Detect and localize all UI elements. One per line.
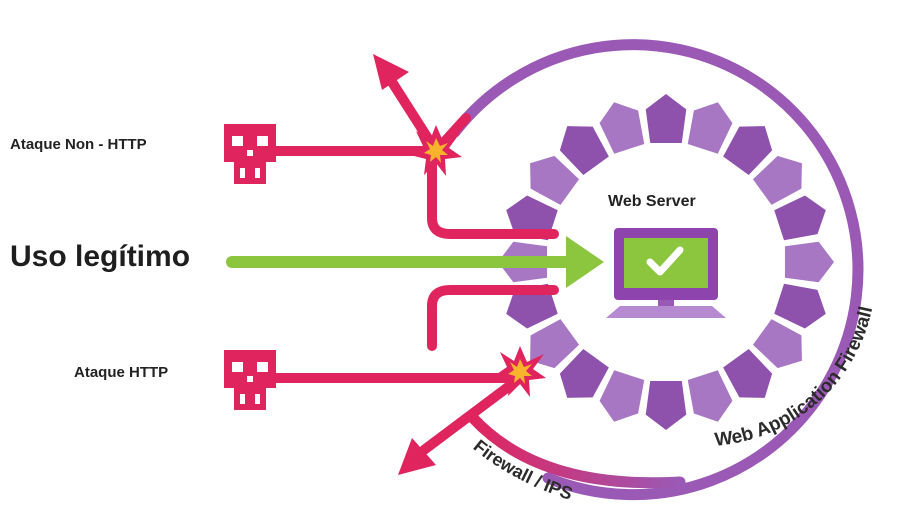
attack-http-label: Ataque HTTP [74, 364, 169, 381]
waf-petal [687, 102, 733, 154]
legit-use-label: Uso legítimo [10, 240, 191, 273]
attack-non-http-label: Ataque Non - HTTP [10, 136, 147, 153]
monitor-check-icon [606, 228, 726, 318]
waf-petal [559, 126, 609, 176]
waf-petal [645, 94, 687, 144]
waf-petal [559, 348, 609, 398]
waf-petal [687, 370, 733, 422]
skull-icon [224, 124, 276, 184]
firewall-arc [467, 412, 686, 489]
star-inner [424, 138, 448, 163]
waf-petal [784, 241, 834, 283]
explosion-star-icon [410, 125, 462, 176]
waf-petal [599, 370, 645, 422]
skull-icon [224, 350, 276, 410]
waf-petal [530, 155, 580, 205]
legit-use-arrow [226, 236, 604, 288]
waf-petal [774, 195, 826, 241]
waf-ring [449, 39, 864, 501]
waf-petal [645, 380, 687, 430]
waf-petal [723, 126, 773, 176]
waf-petal [752, 319, 802, 369]
waf-petal-ring [498, 94, 834, 430]
star-inner [508, 359, 532, 384]
waf-petal [752, 155, 802, 205]
waf-petal [723, 348, 773, 398]
waf-petal [599, 102, 645, 154]
web-server-label: Web Server [608, 193, 696, 210]
waf-petal [774, 283, 826, 329]
explosion-star-icon [494, 346, 546, 397]
http-attack-path [269, 285, 559, 475]
